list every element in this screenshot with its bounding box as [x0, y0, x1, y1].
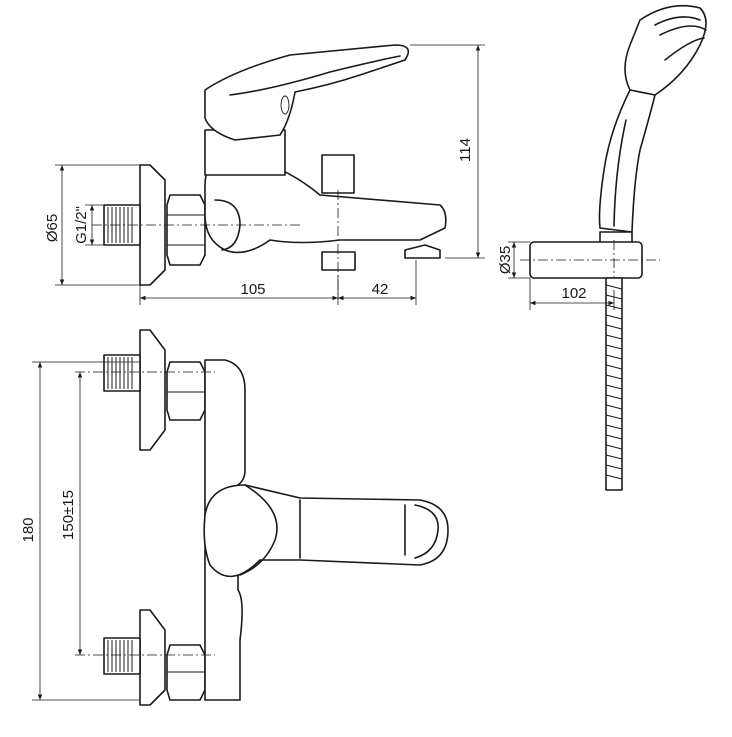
shower-view: Ø35 102 — [497, 4, 707, 491]
front-view: 180 150±15 — [20, 329, 449, 706]
side-hose-outlet — [321, 251, 356, 271]
dim-width-42: 42 — [372, 281, 389, 298]
front-upper-thread — [103, 354, 141, 392]
front-lower-nut — [166, 644, 206, 701]
dim-centers-150: 150±15 — [60, 490, 77, 540]
side-diverter-knob — [321, 154, 355, 194]
front-lower-thread — [103, 637, 141, 675]
dim-width-105: 105 — [240, 281, 265, 298]
dim-diameter-35: Ø35 — [497, 246, 514, 274]
dim-diameter-65: Ø65 — [44, 214, 61, 242]
dim-height-180: 180 — [20, 517, 37, 542]
front-upper-flange — [139, 329, 166, 451]
side-lever-handle — [204, 44, 410, 141]
front-lower-flange — [139, 609, 166, 706]
side-hex-nut — [166, 194, 206, 266]
side-view: 114 105 42 Ø65 G1/2" — [44, 44, 485, 305]
side-spout-tip — [404, 244, 441, 259]
front-upper-nut — [166, 361, 206, 421]
dim-height-114: 114 — [457, 138, 474, 162]
dim-depth-102: 102 — [561, 285, 586, 302]
hose-hatch — [605, 284, 623, 480]
front-lever-handle — [203, 484, 449, 578]
shower-hose — [605, 277, 623, 491]
shower-head — [624, 4, 707, 98]
front-lower-thread-hatch — [107, 640, 133, 672]
dim-thread-g12: G1/2" — [73, 206, 90, 244]
shower-handle — [598, 89, 656, 233]
